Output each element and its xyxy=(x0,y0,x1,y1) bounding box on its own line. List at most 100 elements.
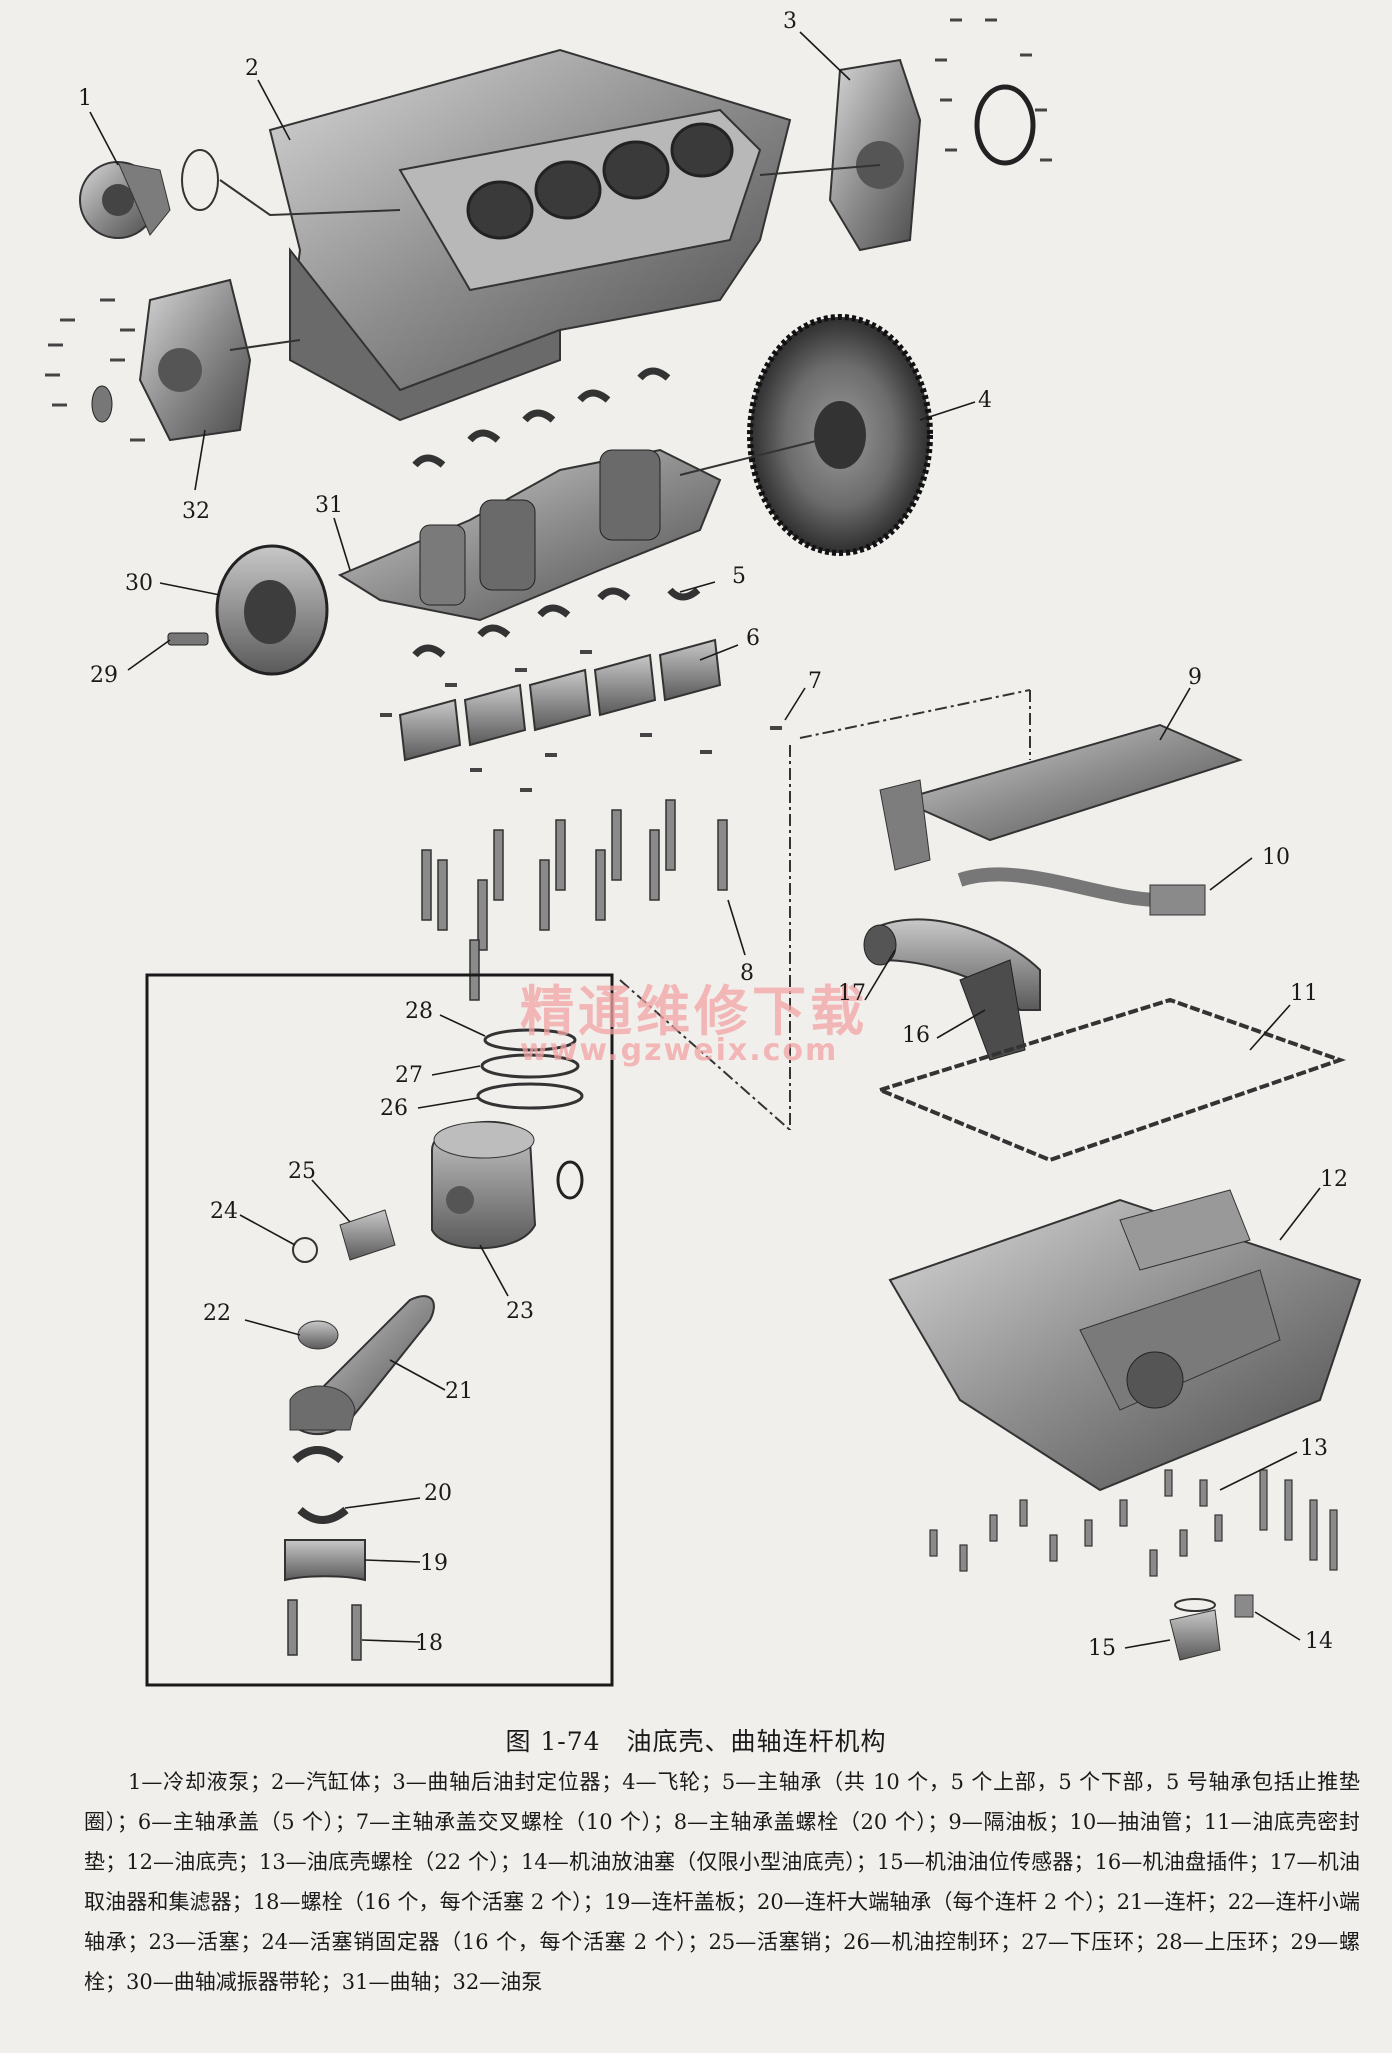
legend-item: 11—油底壳密封垫； xyxy=(84,1810,1360,1874)
retainer-bolts xyxy=(935,18,1052,162)
callout-labels: 1 2 3 4 5 6 7 8 9 10 11 12 13 14 15 16 1… xyxy=(78,9,1348,1661)
legend-item: 28—上压环； xyxy=(1155,1930,1291,1954)
legend-item: 18—螺栓（16 个，每个活塞 2 个）； xyxy=(252,1890,604,1914)
legend-item: 31—曲轴； xyxy=(341,1970,453,1994)
legend-item: 19—连杆盖板； xyxy=(603,1890,758,1914)
callout-14: 14 xyxy=(1305,1629,1333,1654)
callout-32: 32 xyxy=(182,499,210,524)
legend-item: 10—抽油管； xyxy=(1069,1810,1204,1834)
legend-item: 12—油底壳； xyxy=(126,1850,259,1874)
main-bearings-lower xyxy=(412,587,631,658)
figure-caption: 图 1-74 油底壳、曲轴连杆机构 xyxy=(505,1727,887,1756)
main-bearing-caps xyxy=(398,638,722,762)
rod-bolts xyxy=(287,1599,362,1661)
crankshaft xyxy=(337,448,722,622)
legend-item: 13—油底壳螺栓（22 个）； xyxy=(258,1850,522,1874)
callout-1: 1 xyxy=(78,86,92,111)
oil-pan-bolts xyxy=(929,1469,1338,1577)
legend-item: 16—机油盘插件； xyxy=(1094,1850,1270,1874)
leader-assembly-solid xyxy=(219,164,881,476)
legend-item: 6—主轴承盖（5 个）； xyxy=(137,1810,356,1834)
oil-pump xyxy=(91,278,252,442)
piston-pin xyxy=(339,1209,396,1261)
legend-item: 27—下压环； xyxy=(1021,1930,1156,1954)
rod-cap xyxy=(284,1539,366,1582)
exploded-diagram: 精通维修下载 www.gzweix.com xyxy=(45,9,1362,1687)
legend-item: 4—飞轮； xyxy=(622,1770,722,1794)
callout-19: 19 xyxy=(420,1551,448,1576)
callout-7: 7 xyxy=(808,669,822,694)
piston-assembly-inset xyxy=(145,973,614,1687)
legend-item: 22—连杆小端轴承； xyxy=(84,1890,1360,1954)
callout-22: 22 xyxy=(203,1301,231,1326)
legend-item: 15—机油油位传感器； xyxy=(876,1850,1095,1874)
oil-baffle xyxy=(879,723,1243,871)
callout-15: 15 xyxy=(1088,1636,1116,1661)
crankshaft-damper-pulley xyxy=(215,544,329,676)
legend-item: 26—机油控制环； xyxy=(843,1930,1022,1954)
callout-28: 28 xyxy=(405,999,433,1024)
legend-item: 21—连杆； xyxy=(1116,1890,1228,1914)
oil-drain-plug xyxy=(1234,1594,1254,1618)
main-bearings-upper xyxy=(412,367,701,601)
connecting-rod xyxy=(289,1295,435,1436)
callout-16: 16 xyxy=(902,1023,930,1048)
callout-13: 13 xyxy=(1300,1436,1328,1461)
piston xyxy=(431,1120,584,1250)
oil-pan-gasket xyxy=(874,997,1347,1163)
callout-2: 2 xyxy=(245,56,259,81)
callout-8: 8 xyxy=(740,961,754,986)
callout-20: 20 xyxy=(424,1481,452,1506)
callout-31: 31 xyxy=(315,493,343,518)
legend-item: 9—隔油板； xyxy=(948,1810,1070,1834)
piston-pin-retainer xyxy=(292,1237,318,1263)
legend-item: 1—冷却液泵； xyxy=(128,1770,272,1794)
callout-21: 21 xyxy=(445,1379,473,1404)
callout-30: 30 xyxy=(125,571,153,596)
pulley-bolt xyxy=(167,632,209,646)
legend-item: 5—主轴承（共 10 个，5 个上部，5 个下部，5 号轴承包括止推垫圈）； xyxy=(84,1770,1360,1834)
legend-item: 2—汽缸体； xyxy=(271,1770,393,1794)
small-end-bearing xyxy=(297,1320,339,1350)
watermark-url: www.gzweix.com xyxy=(520,1033,838,1068)
callout-24: 24 xyxy=(210,1199,238,1224)
figure-legend: 1—冷却液泵；2—汽缸体；3—曲轴后油封定位器；4—飞轮；5—主轴承（共 10 … xyxy=(84,1762,1360,2002)
legend-item: 29—螺栓； xyxy=(84,1930,1360,1994)
callout-9: 9 xyxy=(1188,665,1202,690)
legend-item: 7—主轴承盖交叉螺栓（10 个）； xyxy=(355,1810,674,1834)
cylinder-block xyxy=(268,48,792,422)
watermark-cn: 精通维修下载 xyxy=(520,980,868,1043)
legend-item: 24—活塞销固定器（16 个，每个活塞 2 个）； xyxy=(261,1930,709,1954)
cross-bolts xyxy=(380,650,782,792)
callout-10: 10 xyxy=(1262,845,1290,870)
legend-item: 3—曲轴后油封定位器； xyxy=(392,1770,623,1794)
coolant-pump xyxy=(79,161,171,239)
oil-pan-insert xyxy=(959,959,1026,1061)
callout-6: 6 xyxy=(746,626,760,651)
oil-pan xyxy=(888,1189,1362,1492)
legend-item: 8—主轴承盖螺栓（20 个）； xyxy=(673,1810,949,1834)
callout-12: 12 xyxy=(1320,1167,1348,1192)
oil-level-sensor xyxy=(1169,1598,1221,1661)
legend-item: 23—活塞； xyxy=(148,1930,262,1954)
oil-pickup-tube xyxy=(957,867,1206,916)
callout-26: 26 xyxy=(380,1096,408,1121)
callout-18: 18 xyxy=(415,1631,443,1656)
oil-pump-bolts xyxy=(45,298,145,442)
legend-item: 32—油泵 xyxy=(452,1970,543,1994)
callout-27: 27 xyxy=(395,1063,423,1088)
callout-3: 3 xyxy=(783,9,797,34)
big-end-bearings xyxy=(292,1446,349,1524)
callout-leaders xyxy=(89,31,1321,1649)
callout-5: 5 xyxy=(732,564,746,589)
assembly-lines xyxy=(619,689,1031,1131)
callout-29: 29 xyxy=(90,663,118,688)
rear-oil-seal-retainer xyxy=(828,58,1036,252)
callout-4: 4 xyxy=(978,388,992,413)
legend-item: 25—活塞销； xyxy=(708,1930,844,1954)
callout-11: 11 xyxy=(1290,981,1318,1006)
callout-23: 23 xyxy=(506,1299,534,1324)
piston-rings xyxy=(476,1028,584,1110)
pump-seal xyxy=(181,149,219,211)
